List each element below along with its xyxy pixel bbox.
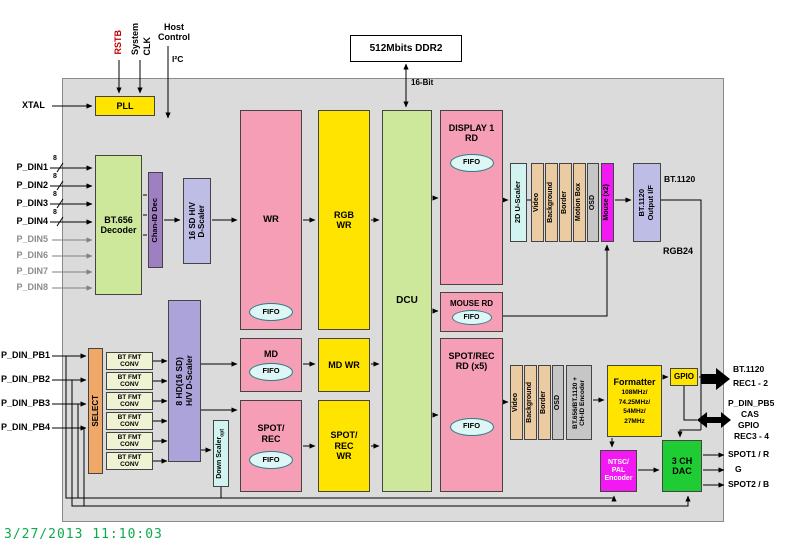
read-path-lines	[432, 195, 702, 438]
bt-fmt-conv-block: BT FMT CONV	[106, 432, 153, 450]
p-din-pb2-label: P_DIN_PB2	[0, 374, 50, 384]
spot-rec-rd-block: SPOT/REC RD (x5) FIFO	[440, 338, 503, 492]
bt656-decoder-block: BT.656 Decoder	[95, 155, 142, 295]
rgb-wr-block: RGB WR	[318, 110, 370, 330]
pll-block: PLL	[95, 96, 155, 116]
bt-fmt-conv-block: BT FMT CONV	[106, 392, 153, 410]
system-clk-label-2: CLK	[142, 37, 152, 56]
layer-border: Border	[559, 163, 572, 242]
bt-fmt-conv-block: BT FMT CONV	[106, 352, 153, 370]
fifo-badge: FIFO	[449, 417, 494, 436]
dac-block: 3 CH DAC	[662, 440, 702, 492]
ddr2-block: 512Mbits DDR2	[350, 35, 462, 62]
fifo-badge: FIFO	[249, 303, 293, 321]
rec-layer-border: Border	[538, 365, 551, 440]
host-control-label: Host Control	[158, 22, 190, 42]
spot-rec-wr-block: SPOT/ REC WR	[318, 400, 370, 492]
timestamp: 3/27/2013 11:10:03	[4, 527, 163, 542]
rec-layer-osd: OSD	[552, 365, 564, 440]
rec-output-lines	[502, 368, 731, 488]
fmt-conv-lines	[153, 358, 238, 464]
pb5-bidir-arrow	[697, 412, 731, 428]
bus8-label: 8	[53, 173, 57, 180]
p-din-lines	[50, 162, 93, 291]
layer-motion-box: Motion Box	[573, 163, 586, 242]
out-spot2-b-label: SPOT2 / B	[728, 479, 770, 489]
out-cas-label: CAS	[741, 409, 759, 419]
down-scaler-block: Down Scaleropt	[213, 420, 229, 487]
p-din5-label: P_DIN5	[16, 234, 48, 244]
out-rec34-label: REC3 - 4	[734, 431, 769, 441]
p-din4-label: P_DIN4	[16, 216, 48, 226]
out-pb5-label: P_DIN_PB5	[728, 398, 775, 408]
p-din1-label: P_DIN1	[16, 162, 48, 172]
rec-layer-video: Video	[510, 365, 523, 440]
rstb-label: RSTB	[113, 30, 123, 55]
fifo-badge: FIFO	[451, 310, 492, 326]
bus8-label: 8	[53, 155, 57, 162]
layer-mouse: Mouse (x2)	[601, 163, 614, 242]
bt1120-output-block: BT.1120 Output I/F	[633, 163, 661, 242]
bus-width-label: 16-Bit	[411, 78, 434, 87]
formatter-block: Formatter 108MHz/ 74.25MHz/ 54MHz/ 27MHz	[607, 365, 662, 437]
bt-fmt-conv-block: BT FMT CONV	[106, 412, 153, 430]
chid-encoder-block: BT.656/BT.1120 + CH-ID Encoder	[566, 365, 592, 440]
i2c-label: I²C	[172, 54, 184, 64]
p-din8-label: P_DIN8	[16, 282, 48, 292]
fifo-badge: FIFO	[449, 153, 494, 172]
decoder-chain-lines	[143, 194, 238, 236]
rgb24-label: RGB24	[663, 246, 694, 256]
bt-fmt-conv-block: BT FMT CONV	[106, 372, 153, 390]
mouse-rd-block: MOUSE RD FIFO	[440, 292, 503, 332]
display1-rd-block: DISPLAY 1 RD FIFO	[440, 110, 503, 285]
p-din-pb4-label: P_DIN_PB4	[0, 422, 50, 432]
xtal-label: XTAL	[22, 100, 45, 110]
out-spot1-r-label: SPOT1 / R	[728, 449, 770, 459]
out-bt1120-label: BT.1120	[733, 364, 765, 374]
out-g-label: G	[735, 464, 742, 474]
p-din2-label: P_DIN2	[16, 180, 48, 190]
out-gpio-label: GPIO	[738, 420, 760, 430]
layer-video: Video	[531, 163, 544, 242]
ntsc-pal-encoder-block: NTSC/ PAL Encoder	[600, 450, 637, 492]
bus8-label: 8	[53, 191, 57, 198]
layer-background: Background	[545, 163, 558, 242]
md-block: MD FIFO	[240, 338, 302, 392]
spot-rec-block: SPOT/ REC FIFO	[240, 400, 302, 492]
fifo-badge: FIFO	[249, 450, 293, 469]
p-din7-label: P_DIN7	[16, 266, 48, 276]
sd-scaler-block: 16 SD H/V D-Scaler	[183, 178, 211, 264]
hd-scaler-block: 8 HD(16 SD) H/V D-Scaler	[168, 300, 201, 462]
select-block: SELECT	[88, 348, 103, 474]
p-din-pb3-label: P_DIN_PB3	[0, 398, 50, 408]
bt1120-output-arrow	[701, 368, 730, 390]
gpio-block: GPIO	[670, 368, 698, 386]
system-clk-label-1: System	[130, 23, 140, 56]
write-path-lines	[303, 217, 380, 449]
rec-layer-background: Background	[524, 365, 537, 440]
layer-osd: OSD	[587, 163, 599, 242]
p-din-pb1-label: P_DIN_PB1	[0, 350, 50, 360]
pb-input-lines	[52, 353, 691, 507]
out-rec12-label: REC1 - 2	[733, 378, 768, 388]
bus8-label: 8	[53, 209, 57, 216]
top-control-lines	[52, 46, 409, 119]
p-din6-label: P_DIN6	[16, 250, 48, 260]
fifo-badge: FIFO	[249, 362, 293, 381]
bt-fmt-conv-block: BT FMT CONV	[106, 452, 153, 470]
wr-block: WR FIFO	[240, 110, 302, 330]
bt1120-if-label: BT.1120	[664, 174, 696, 184]
chan-id-dec-block: Chan-ID Dec	[148, 172, 163, 268]
u-scaler-block: 2D U-Scaler	[510, 163, 527, 242]
md-wr-block: MD WR	[318, 338, 370, 392]
p-din3-label: P_DIN3	[16, 198, 48, 208]
dcu-block: DCU	[382, 110, 432, 492]
